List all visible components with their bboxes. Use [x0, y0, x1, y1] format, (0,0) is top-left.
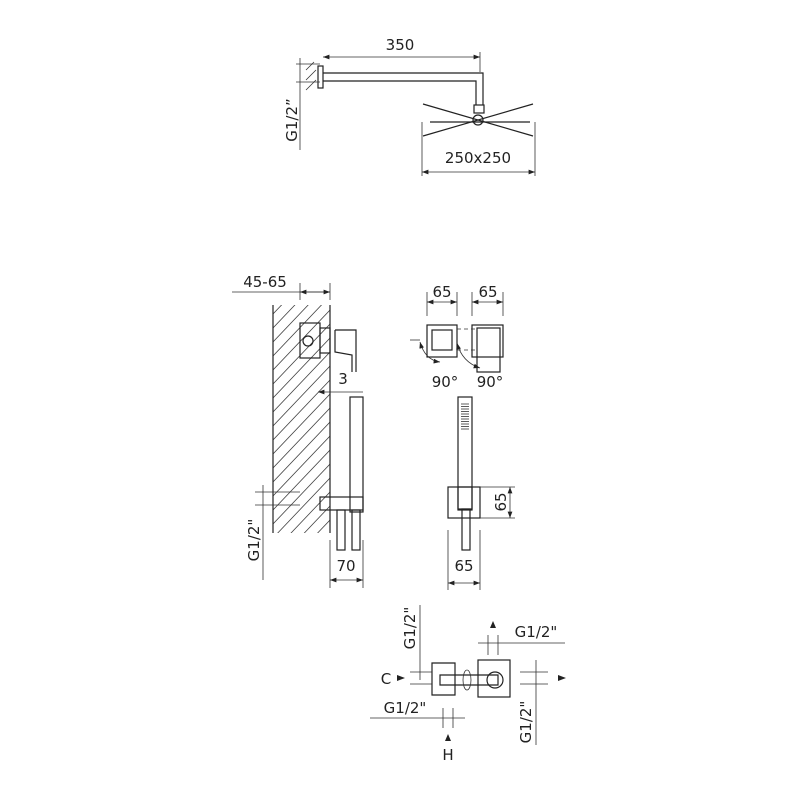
gap-label: 3: [338, 370, 348, 388]
head-shower-view: 350 G1/2” 250x250: [283, 36, 536, 176]
cold-label: C: [381, 670, 391, 688]
bracket-width-label: 65: [454, 557, 473, 575]
hatch-line: [273, 463, 330, 525]
diverter-plate: [426, 324, 458, 358]
hatch-line: [273, 240, 330, 300]
width-right-label: 65: [478, 283, 497, 301]
wall-hatching: [273, 240, 330, 594]
mixer-lever: [334, 329, 357, 372]
hatch-line: [303, 505, 330, 533]
shower-bracket-side: [319, 496, 364, 511]
hatch-line: [273, 435, 330, 497]
hand-shower-front: [457, 396, 473, 511]
hatch-line: [273, 449, 330, 511]
hatch-line: [273, 309, 330, 371]
head-connection-label: G1/2”: [283, 98, 301, 142]
hand-shower-side: [349, 396, 364, 513]
hatch-line: [273, 305, 309, 343]
hot-label: H: [442, 746, 453, 764]
hatch-line: [273, 351, 330, 413]
right-connection-label: G1/2": [517, 701, 535, 744]
hatch-line: [273, 393, 330, 455]
side-view: 45-65 3 G1/2" 70: [232, 240, 364, 594]
width-left-label: 65: [432, 283, 451, 301]
rotation-left-label: 90°: [432, 373, 459, 391]
side-connection-label: G1/2": [245, 519, 263, 562]
hatch-line: [273, 305, 323, 357]
hatch-line: [273, 365, 330, 427]
upper-right-connection-label: G1/2": [515, 623, 558, 641]
valve-body-view: G1/2" C G1/2" G1/2" H G1/2": [370, 605, 566, 764]
hatch-line: [277, 477, 330, 533]
shower-arm: [323, 72, 484, 105]
hatch-line: [273, 407, 330, 469]
rotation-right-label: 90°: [477, 373, 504, 391]
head-size-label: 250x250: [445, 149, 511, 167]
spray-grille: [461, 403, 469, 430]
bracket-height-label: 65: [492, 492, 510, 511]
rotation-arc-left: [419, 341, 441, 364]
shower-head: [422, 103, 534, 137]
projection-label: 70: [336, 557, 355, 575]
mixer-plate: [471, 324, 504, 358]
shower-bracket-front: [447, 486, 481, 519]
arm-length-label: 350: [386, 36, 415, 54]
top-connection-label: G1/2": [401, 607, 419, 650]
wall-depth-label: 45-65: [243, 273, 287, 291]
hatch-line: [317, 519, 330, 533]
hatch-line: [273, 421, 330, 483]
lower-left-connection-label: G1/2": [384, 699, 427, 717]
hatch-line: [273, 305, 296, 329]
rotation-arc-right: [456, 342, 481, 369]
wall-flange: [317, 65, 324, 89]
front-view: 65 65 90° 90° 65 65: [410, 283, 515, 590]
hatch-line: [273, 534, 330, 594]
valve-cartridge: [431, 662, 499, 696]
